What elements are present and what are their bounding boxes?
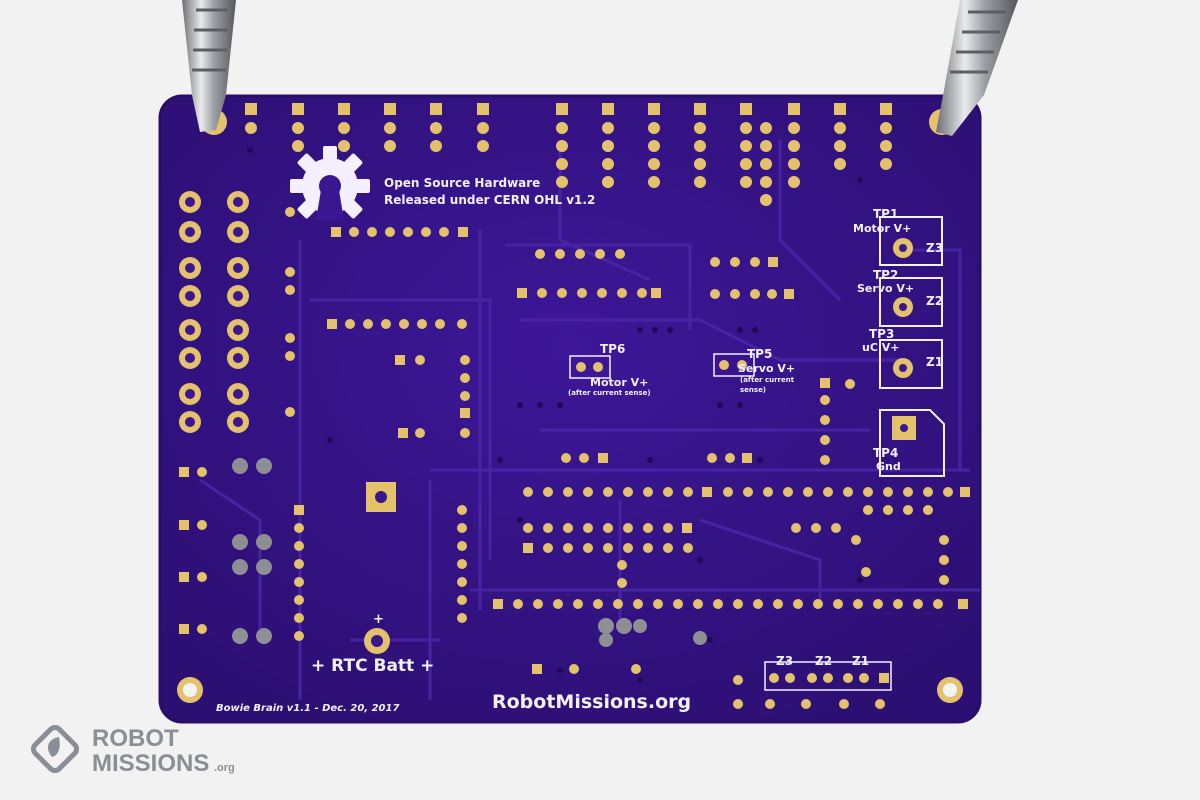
z1-right-label: Z1 — [926, 355, 943, 369]
oshw-line1: Open Source Hardware — [384, 176, 540, 190]
test-point-pads — [364, 216, 945, 691]
vias — [247, 147, 863, 683]
pcb-board — [160, 96, 980, 722]
board-version: Bowie Brain v1.1 - Dec. 20, 2017 — [216, 703, 399, 714]
open-source-hardware-gear-icon — [290, 146, 370, 220]
watermark-line2: MISSIONS — [92, 750, 209, 777]
tp6-label: TP6 — [600, 342, 625, 356]
tp5-note-line2: sense) — [740, 386, 766, 394]
tp2-desc: Servo V+ — [857, 282, 914, 295]
z2-right-label: Z2 — [926, 294, 943, 308]
z3-right-label: Z3 — [926, 241, 943, 255]
header-pads-top — [245, 103, 892, 206]
copper-traces — [199, 140, 980, 700]
watermark-suffix: .org — [214, 762, 235, 774]
tp4-label: TP4 — [873, 446, 898, 460]
alligator-clip-icon — [936, 0, 1018, 136]
alligator-clip-icon — [182, 0, 236, 132]
robot-missions-logo-icon — [30, 724, 80, 774]
rtc-plus-label: + — [373, 612, 384, 627]
z1-bottom-label: Z1 — [852, 654, 869, 668]
tp4-desc: Gnd — [876, 460, 901, 473]
solder-joints — [232, 458, 707, 647]
tp3-label: TP3 — [869, 327, 894, 341]
tp1-desc: Motor V+ — [853, 222, 911, 235]
tp3-desc: uC V+ — [862, 341, 899, 354]
oshw-line2: Released under CERN OHL v1.2 — [384, 193, 595, 207]
tp2-label: TP2 — [873, 268, 898, 282]
board-url: RobotMissions.org — [492, 691, 691, 713]
component-pads — [179, 207, 970, 709]
rtc-batt-label: + RTC Batt + — [311, 656, 434, 676]
tp6-note: (after current sense) — [568, 389, 651, 397]
tp5-desc: Servo V+ — [738, 362, 795, 375]
watermark-line1: ROBOT — [92, 725, 179, 752]
z2-bottom-label: Z2 — [815, 654, 832, 668]
z3-bottom-label: Z3 — [776, 654, 793, 668]
tp5-note-line1: (after current — [740, 376, 795, 384]
tp1-label: TP1 — [873, 207, 898, 221]
tp6-desc: Motor V+ — [590, 376, 648, 389]
tp5-label: TP5 — [747, 347, 772, 361]
